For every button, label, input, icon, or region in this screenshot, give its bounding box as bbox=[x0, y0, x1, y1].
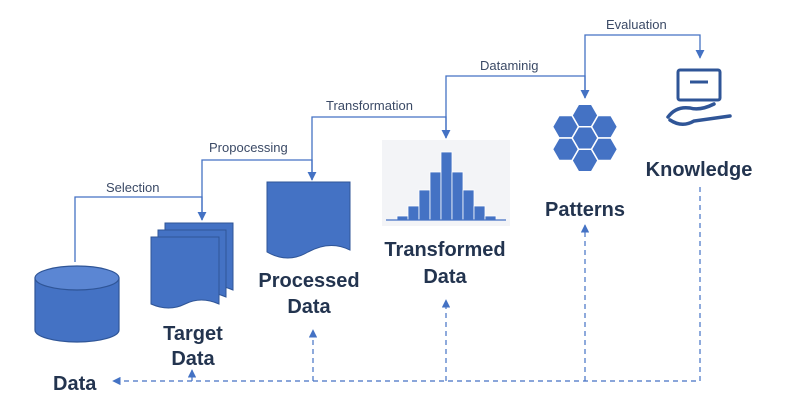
hexagon-cell bbox=[551, 137, 580, 162]
evaluation-connector bbox=[584, 34, 705, 98]
node-label-knowledge: Knowledge bbox=[646, 159, 753, 181]
document-icon bbox=[266, 181, 351, 259]
step-label-selection: Selection bbox=[106, 180, 159, 195]
histogram-bar bbox=[440, 151, 453, 221]
hexagon-cell bbox=[590, 137, 619, 162]
node-label-transformed-line1: Transformed bbox=[384, 239, 505, 261]
histogram-bar bbox=[429, 171, 442, 221]
histogram-bar bbox=[407, 205, 420, 221]
node-label-target-line1: Target bbox=[163, 323, 223, 345]
step-connectors bbox=[74, 34, 705, 262]
node-label-transformed-line2: Data bbox=[423, 266, 467, 288]
histogram-bar bbox=[451, 171, 464, 221]
histogram-bar bbox=[473, 205, 486, 221]
histogram-bar bbox=[462, 189, 475, 221]
node-label-data: Data bbox=[53, 373, 97, 395]
feedback-main-line bbox=[112, 187, 701, 386]
node-label-patterns: Patterns bbox=[545, 199, 625, 221]
step-label-preprocessing: Propocessing bbox=[209, 140, 288, 155]
histogram-bar bbox=[418, 189, 431, 221]
database-cylinder-icon bbox=[34, 265, 120, 343]
stacked-documents-icon bbox=[150, 222, 234, 309]
feedback-lines bbox=[112, 187, 701, 386]
step-label-evaluation: Evaluation bbox=[606, 17, 667, 32]
hand-with-screen-icon bbox=[666, 68, 732, 126]
step-label-transformation: Transformation bbox=[326, 98, 413, 113]
histogram-icon bbox=[382, 140, 510, 226]
node-label-target-line2: Data bbox=[171, 348, 215, 370]
node-label-processed-line2: Data bbox=[287, 296, 331, 318]
hexagon-cell bbox=[590, 114, 619, 139]
hexagon-cell bbox=[551, 114, 580, 139]
hexagon-cluster-icon bbox=[551, 103, 619, 173]
step-label-datamining: Dataminig bbox=[480, 58, 539, 73]
node-label-processed-line1: Processed bbox=[258, 270, 359, 292]
